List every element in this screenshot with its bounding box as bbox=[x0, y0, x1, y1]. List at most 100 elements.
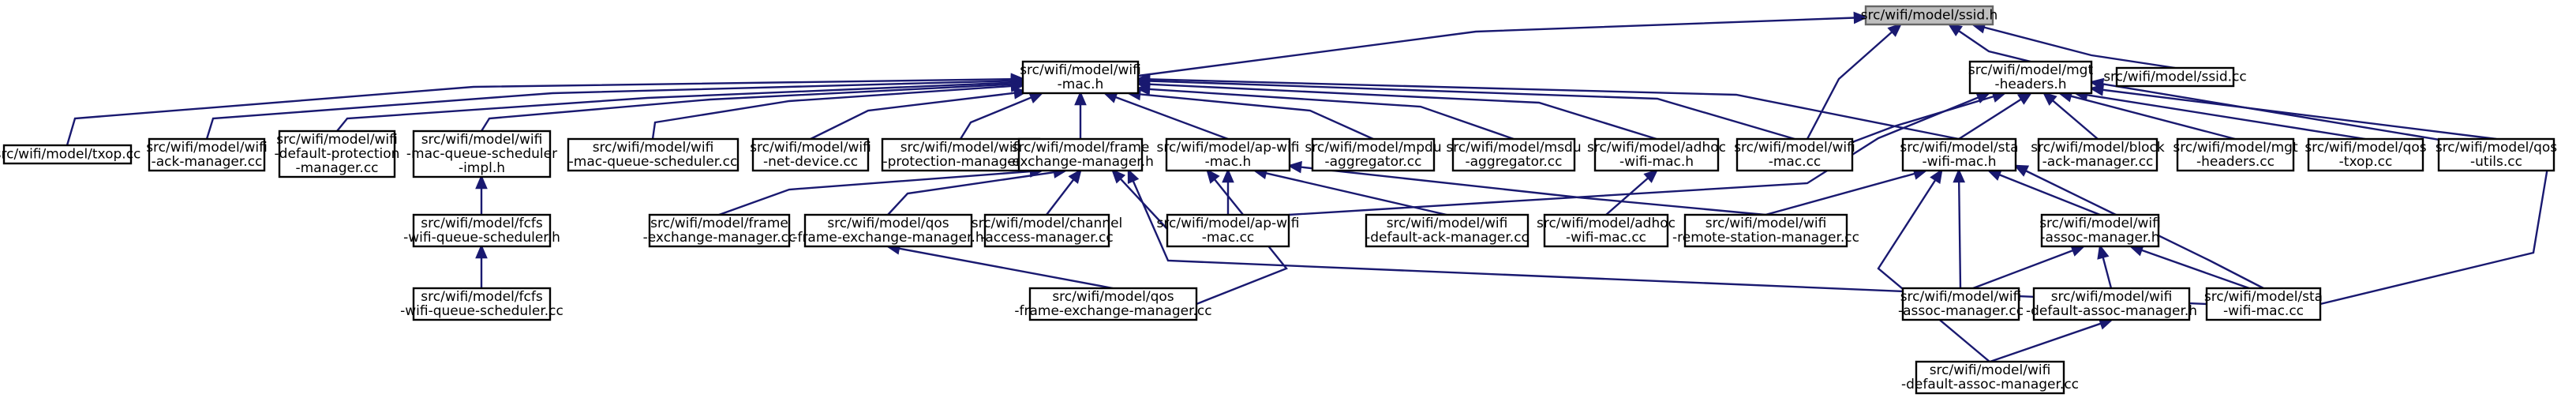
node-label-line: src/wifi/model/qos bbox=[827, 216, 949, 231]
node-ssid-cc[interactable]: src/wifi/model/ssid.cc bbox=[2103, 66, 2247, 88]
edge-wifi-mac-cc-to-wifi-mac-h bbox=[1135, 74, 1795, 141]
node-ap-wifi-mac-h[interactable]: src/wifi/model/ap-wifi-mac.h bbox=[1157, 137, 1300, 172]
node-label-line: src/wifi/model/ssid.cc bbox=[2103, 69, 2247, 85]
node-label-line: -txop.cc bbox=[2339, 154, 2393, 170]
node-sta-wifi-mac-h[interactable]: src/wifi/model/sta-wifi-mac.h bbox=[1900, 137, 2019, 172]
node-label-line: src/wifi/model/adhoc bbox=[1537, 216, 1676, 231]
node-box bbox=[148, 137, 266, 172]
node-sta-wifi-mac-cc[interactable]: src/wifi/model/sta-wifi-mac.cc bbox=[2204, 287, 2323, 321]
node-box bbox=[2307, 137, 2424, 172]
edges-layer bbox=[66, 11, 2551, 363]
node-qos-utils-cc[interactable]: src/wifi/model/qos-utils.cc bbox=[2436, 137, 2557, 172]
node-label-line: src/wifi/model/wifi bbox=[593, 140, 714, 156]
node-label-line: src/wifi/model/wifi bbox=[1930, 362, 2051, 378]
node-label-line: -ack-manager.cc bbox=[2042, 154, 2154, 170]
node-wifi-protection-manager-cc[interactable]: src/wifi/model/wifi-protection-manager.c… bbox=[881, 137, 1041, 172]
node-fcfs-wifi-queue-scheduler-cc[interactable]: src/wifi/model/fcfs-wifi-queue-scheduler… bbox=[400, 287, 564, 321]
node-label-line: -frame-exchange-manager.h bbox=[792, 230, 983, 246]
node-qos-frame-exchange-manager-h[interactable]: src/wifi/model/qos-frame-exchange-manage… bbox=[792, 213, 984, 248]
node-label-line: -assoc-manager.h bbox=[2040, 230, 2159, 246]
node-wifi-assoc-manager-cc[interactable]: src/wifi/model/wifi-assoc-manager.cc bbox=[1898, 287, 2024, 321]
node-frame-exchange-manager-cc[interactable]: src/wifi/model/frame-exchange-manager.cc bbox=[643, 213, 796, 248]
node-label-line: src/wifi/model/channel bbox=[972, 216, 1123, 231]
node-mgt-headers-h[interactable]: src/wifi/model/mgt-headers.h bbox=[1968, 60, 2094, 95]
node-box bbox=[2, 144, 133, 165]
node-wifi-mac-h[interactable]: src/wifi/model/wifi-mac.h bbox=[1020, 60, 1141, 95]
node-label-line: src/wifi/model/block bbox=[2031, 140, 2165, 156]
node-wifi-assoc-manager-h[interactable]: src/wifi/model/wifi-assoc-manager.h bbox=[2039, 213, 2161, 248]
node-box bbox=[1915, 360, 2065, 395]
node-label-line: -impl.h bbox=[459, 160, 505, 176]
node-label-line: src/wifi/model/qos bbox=[2305, 140, 2426, 156]
node-box bbox=[1901, 287, 2020, 321]
node-label-line: src/wifi/model/fcfs bbox=[421, 216, 543, 231]
node-channel-access-manager-cc[interactable]: src/wifi/model/channel-access-manager.cc bbox=[972, 213, 1123, 248]
edge-wifi-mac-cc-to-ssid-h bbox=[1806, 22, 1903, 140]
node-label-line: -frame-exchange-manager.cc bbox=[1014, 303, 1211, 319]
node-wifi-ack-manager-cc[interactable]: src/wifi/model/wifi-ack-manager.cc bbox=[146, 137, 268, 172]
node-label-line: src/wifi/model/sta bbox=[1900, 140, 2018, 156]
node-fcfs-wifi-queue-scheduler-h[interactable]: src/wifi/model/fcfs-wifi-queue-scheduler… bbox=[403, 213, 560, 248]
node-ssid-h: src/wifi/model/ssid.h bbox=[1861, 5, 1998, 26]
node-label-line: -wifi-mac.cc bbox=[1566, 230, 1646, 246]
edge-sta-wifi-mac-cc-to-mgt-headers-h bbox=[2088, 77, 2551, 306]
node-wifi-mac-queue-scheduler-impl-h[interactable]: src/wifi/model/wifi-mac-queue-scheduler-… bbox=[406, 130, 557, 178]
node-label-line: src/wifi/model/wifi bbox=[1900, 289, 2022, 305]
node-wifi-mac-queue-scheduler-cc[interactable]: src/wifi/model/wifi-mac-queue-scheduler.… bbox=[567, 137, 739, 172]
node-wifi-remote-station-manager-cc[interactable]: src/wifi/model/wifi-remote-station-manag… bbox=[1672, 213, 1859, 248]
node-label-line: src/wifi/model/ap-wifi bbox=[1157, 216, 1300, 231]
node-adhoc-wifi-mac-h[interactable]: src/wifi/model/adhoc-wifi-mac.h bbox=[1587, 137, 1726, 172]
node-label-line: -headers.cc bbox=[2196, 154, 2275, 170]
node-label-line: -aggregator.cc bbox=[1465, 154, 1562, 170]
node-label-line: src/wifi/model/wifi bbox=[2051, 289, 2173, 305]
node-msdu-aggregator-cc[interactable]: src/wifi/model/msdu-aggregator.cc bbox=[1446, 137, 1582, 172]
node-wifi-mac-cc[interactable]: src/wifi/model/wifi-mac.cc bbox=[1734, 137, 1855, 172]
node-mgt-headers-cc[interactable]: src/wifi/model/mgt-headers.cc bbox=[2173, 137, 2298, 172]
node-mpdu-aggregator-cc[interactable]: src/wifi/model/mpdu-aggregator.cc bbox=[1305, 137, 1442, 172]
node-label-line: -remote-station-manager.cc bbox=[1672, 230, 1859, 246]
edge-qos-utils-cc-to-mgt-headers-h bbox=[2088, 84, 2497, 141]
node-label-line: -default-ack-manager.cc bbox=[1365, 230, 1529, 246]
node-qos-txop-cc[interactable]: src/wifi/model/qos-txop.cc bbox=[2305, 137, 2427, 172]
node-box bbox=[648, 213, 791, 248]
edge-wifi-default-assoc-manager-cc-to-wifi-default-assoc-manager-h bbox=[1990, 317, 2114, 363]
edge-wifi-net-device-cc-to-wifi-mac-h bbox=[810, 87, 1029, 141]
edge-wifi-assoc-manager-h-to-sta-wifi-mac-h bbox=[1986, 169, 2101, 216]
node-qos-frame-exchange-manager-cc[interactable]: src/wifi/model/qos-frame-exchange-manage… bbox=[1014, 287, 1212, 321]
edge-wifi-protection-manager-cc-to-wifi-mac-h bbox=[959, 92, 1044, 140]
node-label-line: src/wifi/model/qos bbox=[1052, 289, 1174, 305]
node-adhoc-wifi-mac-cc[interactable]: src/wifi/model/adhoc-wifi-mac.cc bbox=[1537, 213, 1676, 248]
node-wifi-default-assoc-manager-cc[interactable]: src/wifi/model/wifi-default-assoc-manage… bbox=[1901, 360, 2079, 395]
node-box bbox=[1166, 213, 1290, 248]
node-label-line: -ack-manager.cc bbox=[152, 154, 263, 170]
node-frame-exchange-manager-h[interactable]: src/wifi/model/frame-exchange-manager.h bbox=[1007, 137, 1154, 172]
edge-wifi-default-ack-manager-cc-to-ap-wifi-mac-h bbox=[1252, 167, 1447, 216]
edge-frame-exchange-manager-h-to-wifi-mac-h bbox=[1074, 90, 1087, 139]
node-label-line: -net-device.cc bbox=[763, 154, 858, 170]
node-box bbox=[2040, 213, 2160, 248]
node-ap-wifi-mac-cc[interactable]: src/wifi/model/ap-wifi-mac.cc bbox=[1157, 213, 1300, 248]
node-label-line: src/wifi/model/mpdu bbox=[1305, 140, 1441, 156]
edge-wifi-default-assoc-manager-h-to-wifi-assoc-manager-h bbox=[2097, 244, 2113, 289]
node-label-line: src/wifi/model/fcfs bbox=[421, 289, 543, 305]
node-wifi-default-ack-manager-cc[interactable]: src/wifi/model/wifi-default-ack-manager.… bbox=[1365, 213, 1530, 248]
node-label-line: -manager.cc bbox=[295, 160, 378, 176]
node-wifi-default-assoc-manager-h[interactable]: src/wifi/model/wifi-default-assoc-manage… bbox=[2026, 287, 2197, 321]
edge-sta-wifi-mac-h-to-wifi-mac-h bbox=[1135, 73, 1960, 141]
node-box bbox=[1165, 137, 1291, 172]
node-label-line: src/wifi/model/wifi bbox=[146, 140, 268, 156]
node-box bbox=[1451, 137, 1576, 172]
node-label-line: -wifi-mac.cc bbox=[2223, 303, 2304, 319]
node-txop-cc[interactable]: src/wifi/model/txop.cc bbox=[0, 144, 140, 165]
node-wifi-default-protection-manager-cc[interactable]: src/wifi/model/wifi-default-protection-m… bbox=[275, 130, 400, 178]
edge-ap-wifi-mac-h-to-wifi-mac-h bbox=[1103, 91, 1229, 141]
node-label-line: src/wifi/model/wifi bbox=[1734, 140, 1855, 156]
node-label-line: -mac.cc bbox=[1202, 230, 1255, 246]
node-label-line: src/wifi/model/qos bbox=[2436, 140, 2557, 156]
node-block-ack-manager-cc[interactable]: src/wifi/model/block-ack-manager.cc bbox=[2031, 137, 2165, 172]
node-wifi-net-device-cc[interactable]: src/wifi/model/wifi-net-device.cc bbox=[750, 137, 871, 172]
edge-adhoc-wifi-mac-cc-to-adhoc-wifi-mac-h bbox=[1605, 168, 1659, 216]
edge-frame-exchange-manager-cc-to-frame-exchange-manager-h bbox=[718, 165, 1045, 216]
node-label-line: -assoc-manager.cc bbox=[1898, 303, 2024, 319]
